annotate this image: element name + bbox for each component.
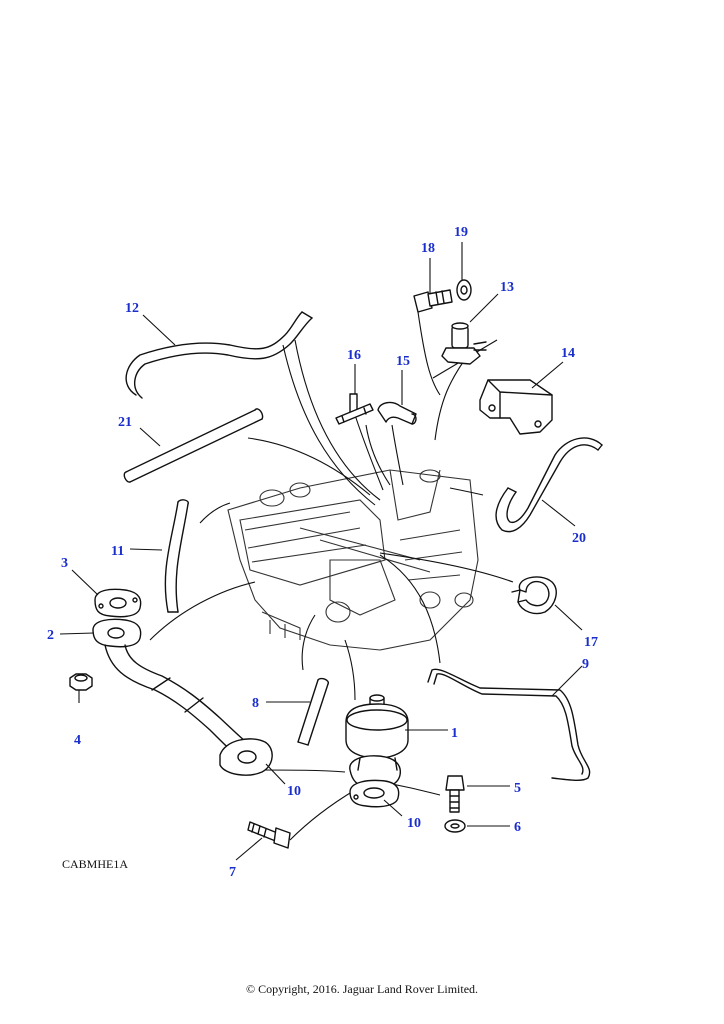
callout-2: 2 — [47, 628, 54, 643]
egr-pipe-part-2 — [92, 618, 273, 776]
diagram-reference-code: CABMHE1A — [62, 857, 129, 871]
bracket-part-14 — [479, 379, 553, 435]
callout-12: 12 — [125, 301, 139, 316]
callout-18: 18 — [421, 241, 435, 256]
callout-7: 7 — [229, 865, 236, 880]
callout-15: 15 — [396, 354, 410, 369]
callout-10-lower: 10 — [407, 816, 421, 831]
engine-block — [227, 469, 479, 651]
bolt-part-18 — [413, 289, 453, 313]
callout-9: 9 — [582, 657, 589, 672]
hose-part-11 — [164, 499, 189, 613]
callout-21: 21 — [118, 415, 132, 430]
hose-part-15 — [377, 401, 417, 425]
hose-part-8 — [297, 677, 330, 746]
callout-5: 5 — [514, 781, 521, 796]
hose-part-20 — [495, 437, 603, 533]
callout-13: 13 — [500, 280, 514, 295]
gasket-part-3 — [94, 588, 142, 618]
callout-4: 4 — [74, 733, 81, 748]
callout-10-upper: 10 — [287, 784, 301, 799]
hose-part-12 — [125, 311, 313, 399]
pipe-part-9 — [427, 668, 591, 781]
washer-part-6 — [444, 819, 466, 833]
routing-lines — [149, 311, 514, 841]
solenoid-part-13 — [441, 322, 487, 365]
callout-6: 6 — [514, 820, 521, 835]
callout-11: 11 — [111, 544, 124, 559]
clamp-part-17 — [511, 576, 557, 615]
callout-leaders — [59, 242, 583, 861]
copyright-notice: © Copyright, 2016. Jaguar Land Rover Lim… — [245, 982, 479, 996]
nut-part-4 — [69, 673, 93, 691]
washer-part-19 — [456, 279, 472, 301]
callout-14: 14 — [561, 346, 575, 361]
callout-17: 17 — [584, 635, 598, 650]
bolt-part-7 — [247, 821, 291, 849]
callout-labels: 1 2 3 4 5 6 7 8 9 10 10 11 12 13 14 15 1… — [47, 225, 598, 880]
callout-8: 8 — [252, 696, 259, 711]
callout-19: 19 — [454, 225, 468, 240]
hose-part-21 — [123, 408, 264, 483]
egr-valve-part-1 — [345, 694, 409, 790]
gasket-part-10 — [349, 779, 400, 808]
connector-part-16 — [335, 393, 374, 425]
callout-20: 20 — [572, 531, 586, 546]
callout-3: 3 — [61, 556, 68, 571]
bolt-part-5 — [445, 775, 465, 813]
callout-1: 1 — [451, 726, 458, 741]
callout-16: 16 — [347, 348, 361, 363]
